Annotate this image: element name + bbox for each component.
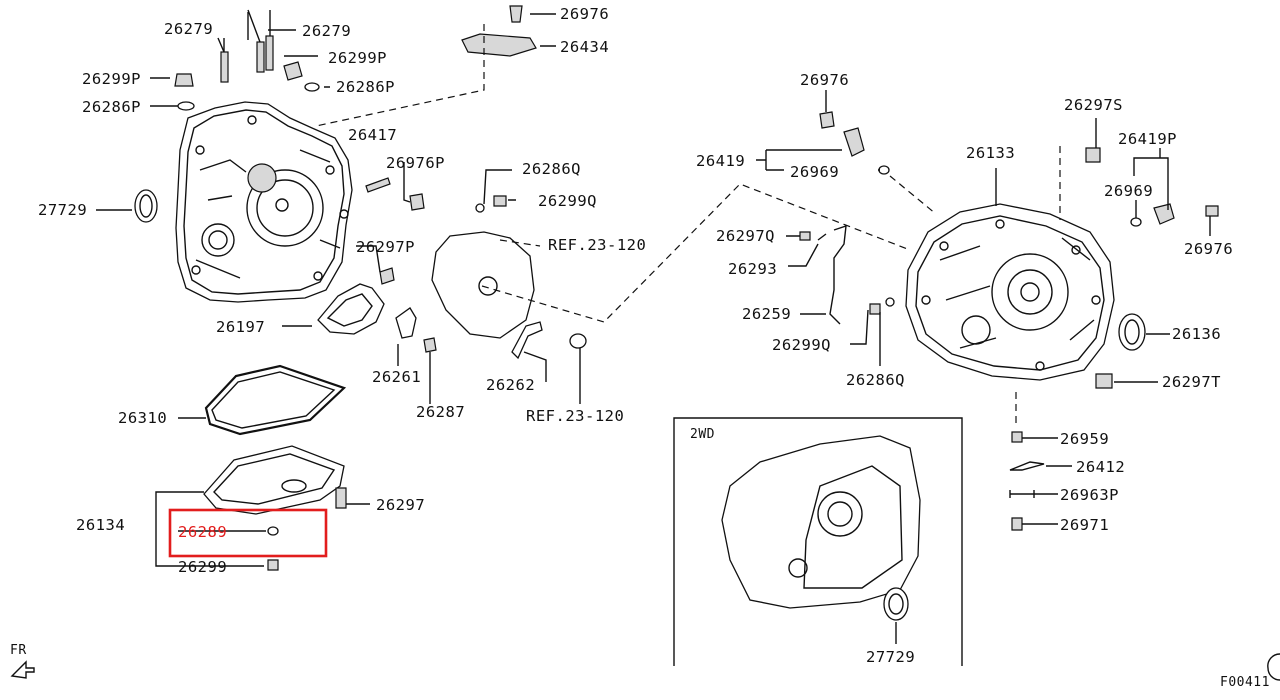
label-26286q-a: 26286Q bbox=[522, 160, 581, 178]
plug-26299 bbox=[267, 559, 279, 571]
bolt-26976p bbox=[409, 193, 425, 211]
bolt-26976-right-top bbox=[819, 111, 835, 129]
label-ref-a: REF.23-120 bbox=[548, 236, 646, 254]
bolt-26297q bbox=[799, 231, 811, 241]
nut-26971 bbox=[1011, 517, 1023, 531]
label-ref-b: REF.23-120 bbox=[526, 407, 624, 425]
label-26959: 26959 bbox=[1060, 430, 1109, 448]
label-26133: 26133 bbox=[966, 144, 1015, 162]
oil-seal-27729-left bbox=[134, 189, 158, 223]
hose-26963p bbox=[1009, 490, 1035, 498]
label-26412: 26412 bbox=[1076, 458, 1125, 476]
label-26286q-b: 26286Q bbox=[846, 371, 905, 389]
label-26297q: 26297Q bbox=[716, 227, 775, 245]
stud-bolts bbox=[217, 9, 274, 83]
corner-circle-icon bbox=[1267, 653, 1280, 681]
label-26976-a: 26976 bbox=[560, 5, 609, 23]
bracket-26261 bbox=[395, 307, 417, 339]
plug-26299q-left bbox=[493, 195, 507, 207]
label-26197: 26197 bbox=[216, 318, 265, 336]
ref-cover-plate bbox=[431, 231, 535, 339]
inset-title: 2WD bbox=[690, 427, 715, 442]
label-26262: 26262 bbox=[486, 376, 535, 394]
label-26259: 26259 bbox=[742, 305, 791, 323]
gasket-26286q-right bbox=[885, 297, 895, 307]
label-26299p-a: 26299P bbox=[82, 70, 141, 88]
gasket-26286q-left bbox=[475, 203, 485, 213]
leader-lines bbox=[96, 12, 911, 567]
label-26969-a: 26969 bbox=[790, 163, 839, 181]
part-labels: 26279 26279 26299P 26299P 26286P 26286P … bbox=[10, 5, 1270, 690]
label-26419: 26419 bbox=[696, 152, 745, 170]
label-26297p: 26297P bbox=[356, 238, 415, 256]
front-arrow-icon bbox=[10, 660, 35, 679]
label-26279-a: 26279 bbox=[164, 20, 213, 38]
plug-26299p-right bbox=[283, 61, 303, 81]
label-26299q-b: 26299Q bbox=[772, 336, 831, 354]
label-26434: 26434 bbox=[560, 38, 609, 56]
oil-pan-26134 bbox=[203, 445, 345, 515]
label-26969-b: 26969 bbox=[1104, 182, 1153, 200]
bolt-26297 bbox=[335, 487, 347, 509]
tube-26293 bbox=[817, 224, 847, 325]
oring-26969-left bbox=[878, 165, 890, 175]
bolt-26297s bbox=[1085, 147, 1101, 163]
label-26279-b: 26279 bbox=[302, 22, 351, 40]
plug-26299q-right bbox=[869, 303, 881, 315]
label-26136: 26136 bbox=[1172, 325, 1221, 343]
label-26976p: 26976P bbox=[386, 154, 445, 172]
label-26261: 26261 bbox=[372, 368, 421, 386]
pin-26959 bbox=[1011, 431, 1023, 443]
label-27729-b: 27729 bbox=[866, 648, 915, 666]
label-26299: 26299 bbox=[178, 558, 227, 576]
label-26286p-b: 26286P bbox=[336, 78, 395, 96]
label-26976-b: 26976 bbox=[800, 71, 849, 89]
bolt-26976-right bbox=[1205, 205, 1219, 217]
oring-26969-right bbox=[1130, 217, 1142, 227]
label-26971: 26971 bbox=[1060, 516, 1109, 534]
oil-seal-26136 bbox=[1118, 313, 1146, 351]
oil-pan-gasket-26310 bbox=[204, 364, 347, 436]
label-26297t: 26297T bbox=[1162, 373, 1221, 391]
label-26299p-b: 26299P bbox=[328, 49, 387, 67]
gasket-26286p-left bbox=[177, 101, 195, 111]
clip-26412 bbox=[1009, 461, 1045, 471]
ref-plug-lower bbox=[569, 333, 587, 349]
label-26419p: 26419P bbox=[1118, 130, 1177, 148]
label-26963p: 26963P bbox=[1060, 486, 1119, 504]
bolt-26297p bbox=[379, 267, 395, 285]
bolt-26297t bbox=[1095, 373, 1113, 389]
sensor-26419 bbox=[843, 127, 865, 157]
gasket-26286p-right bbox=[304, 82, 320, 92]
lever-26262 bbox=[511, 321, 543, 360]
label-26976-c: 26976 bbox=[1184, 240, 1233, 258]
inset-2wd bbox=[673, 417, 963, 666]
bracket-26417 bbox=[365, 177, 391, 193]
highlight-box bbox=[168, 508, 328, 558]
label-fr: FR bbox=[10, 643, 27, 658]
nut-26287 bbox=[423, 337, 437, 353]
transaxle-case-left bbox=[175, 101, 353, 303]
label-26287: 26287 bbox=[416, 403, 465, 421]
sensor-26434 bbox=[461, 33, 537, 57]
label-26297: 26297 bbox=[376, 496, 425, 514]
label-26293: 26293 bbox=[728, 260, 777, 278]
sensor-26419p bbox=[1153, 203, 1175, 225]
label-26134: 26134 bbox=[76, 516, 125, 534]
leader-lines-right bbox=[756, 90, 1211, 525]
label-26310: 26310 bbox=[118, 409, 167, 427]
figure-code: F00411 bbox=[1220, 675, 1270, 690]
label-26286p-a: 26286P bbox=[82, 98, 141, 116]
label-27729-a: 27729 bbox=[38, 201, 87, 219]
label-26417: 26417 bbox=[348, 126, 397, 144]
plug-26299p-left bbox=[174, 73, 194, 87]
label-26299q-a: 26299Q bbox=[538, 192, 597, 210]
label-26289: 26289 bbox=[178, 523, 227, 541]
gasket-26289 bbox=[267, 526, 279, 536]
label-26297s: 26297S bbox=[1064, 96, 1123, 114]
bracket-26197 bbox=[317, 283, 385, 335]
transaxle-case-right bbox=[905, 203, 1115, 381]
bolt-26976-top bbox=[509, 5, 523, 23]
